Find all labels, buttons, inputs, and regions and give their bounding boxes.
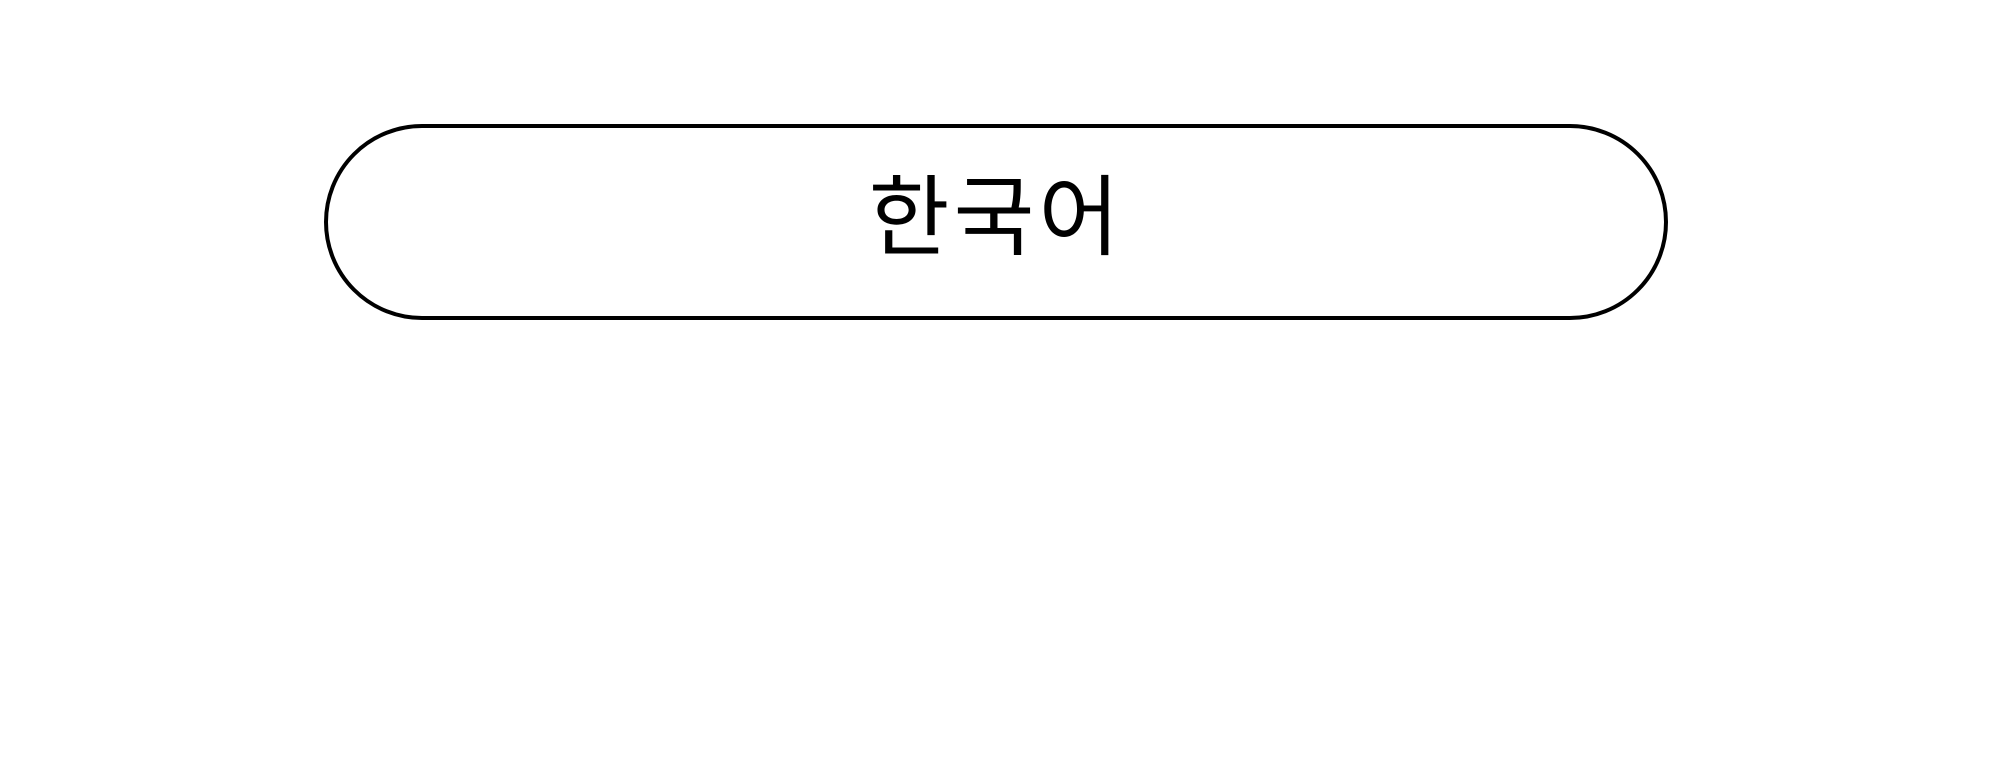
language-label: 한국어 bbox=[868, 166, 1124, 269]
language-button-korean[interactable]: 한국어 bbox=[324, 124, 1668, 320]
